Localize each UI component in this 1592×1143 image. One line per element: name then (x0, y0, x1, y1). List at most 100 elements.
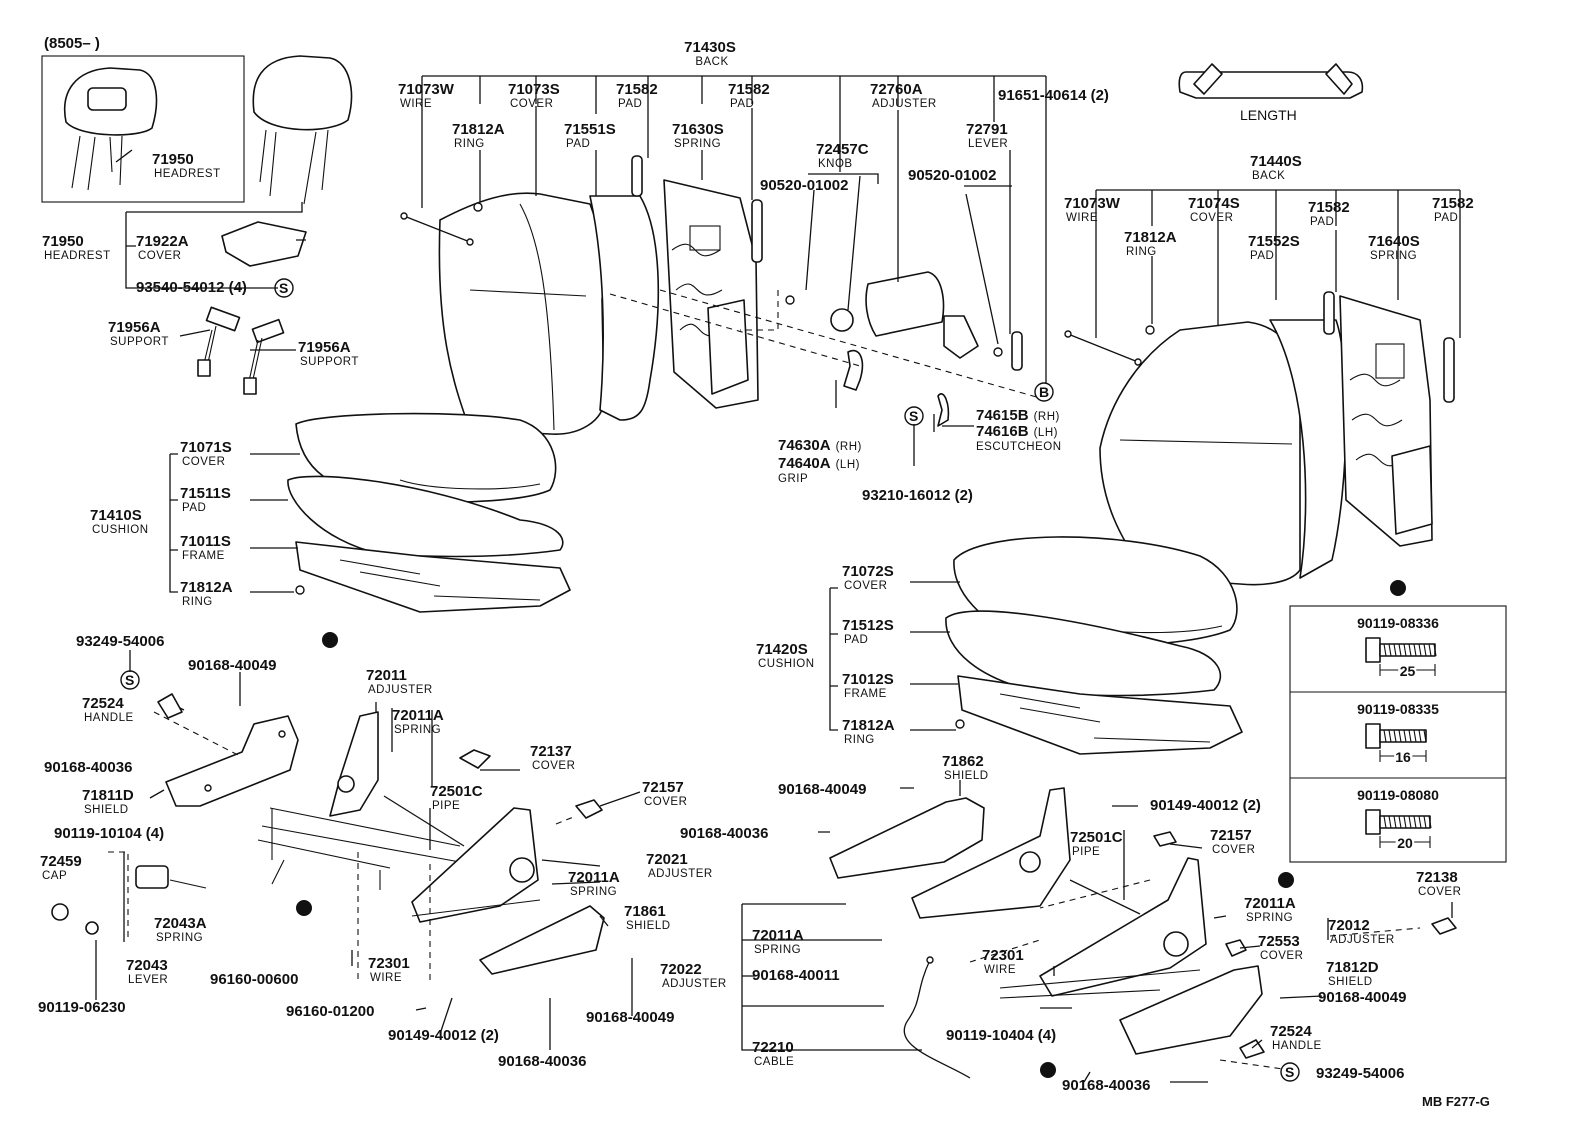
part-name: SHIELD (944, 770, 989, 782)
part-label: 74615B (RH) (976, 407, 1060, 424)
part-number: 90168-40036 (680, 825, 768, 842)
part-number: 71073S (508, 81, 560, 98)
bolt-part-number: 90119-08336 (1357, 615, 1439, 631)
part-number: 72553 (1258, 933, 1300, 950)
part-name: (RH) (1034, 411, 1060, 423)
part-number: 72011A (392, 707, 444, 724)
part-name: COVER (1190, 212, 1233, 224)
part-number: 90168-40036 (498, 1053, 586, 1070)
part-name: PAD (1310, 216, 1334, 228)
pad-strip-c (1323, 291, 1335, 335)
part-number: 71950 (152, 151, 194, 168)
part-name: PAD (618, 98, 642, 110)
grip-part (843, 349, 864, 391)
bolt-shank-icon (1379, 643, 1436, 657)
part-number: 90520-01002 (760, 177, 848, 194)
right-wire-part (1067, 333, 1139, 363)
part-number: 71950 (42, 233, 84, 250)
part-number: 96160-00600 (210, 971, 298, 988)
part-number: 90520-01002 (908, 167, 996, 184)
part-name: LEVER (968, 138, 1008, 150)
part-label: 74640A(LH) (778, 455, 859, 472)
part-number: 72301 (982, 947, 1024, 964)
part-number: 72501C (1070, 829, 1123, 846)
part-number: 71430S (684, 39, 736, 56)
left-adjuster-72011 (257, 711, 461, 890)
right-cushion-frame (957, 675, 1243, 755)
part-name: CAP (42, 870, 67, 882)
part-label: 74616B(LH) (976, 423, 1057, 440)
part-name: COVER (532, 760, 575, 772)
part-name: HEADREST (154, 168, 221, 180)
left-cushion-frame (295, 541, 571, 613)
part-number: 71511S (180, 485, 231, 502)
part-name: COVER (510, 98, 553, 110)
part-name: WIRE (1066, 212, 1098, 224)
length-icon (1178, 63, 1364, 99)
part-name: RING (454, 138, 485, 150)
part-number: 72021 (646, 851, 688, 868)
right-pipe-72501c (1069, 879, 1141, 915)
part-label: 74630A(RH) (778, 437, 861, 454)
part-name: CABLE (754, 1056, 794, 1068)
part-name: GRIP (778, 473, 808, 485)
part-name: PAD (182, 502, 206, 514)
part-name: COVER (138, 250, 181, 262)
part-number: 71071S (180, 439, 232, 456)
bolt-table (1289, 580, 1507, 863)
left-shield-71811d (165, 715, 299, 807)
lever-part (1011, 331, 1023, 371)
support-part-2 (243, 318, 285, 395)
part-number: 90119-06230 (38, 999, 126, 1016)
part-number: 74630A (778, 437, 831, 454)
part-number: 72459 (40, 853, 82, 870)
part-name: COVER (1418, 886, 1461, 898)
part-name: ESCUTCHEON (976, 441, 1062, 453)
part-number: 74615B (976, 407, 1029, 424)
headrest-cover-part (221, 221, 307, 267)
recliner-mechanism-part (943, 315, 979, 359)
part-number: 93249-54006 (1316, 1065, 1404, 1082)
part-number: 93249-54006 (76, 633, 164, 650)
part-number: 71420S (756, 641, 808, 658)
bolt-90119-06230 (85, 921, 99, 935)
part-number: 71640S (1368, 233, 1420, 250)
part-label: 90168-40049 (188, 657, 276, 674)
part-number: 72760A (870, 81, 923, 98)
part-number: 71582 (616, 81, 658, 98)
right-cover-72157 (1153, 831, 1177, 847)
bolt-part-number: 90119-08335 (1357, 701, 1439, 717)
part-number: 71440S (1250, 153, 1302, 170)
part-name: FRAME (844, 688, 887, 700)
part-name: ADJUSTER (872, 98, 937, 110)
ring-part-3 (1145, 325, 1155, 335)
part-label: 93249-54006 (76, 633, 164, 650)
part-label: 90168-40036 (1062, 1077, 1150, 1094)
part-number: 90168-40049 (778, 781, 866, 798)
part-number: 71072S (842, 563, 894, 580)
part-name: HANDLE (1272, 1040, 1322, 1052)
left-wire-part (403, 215, 471, 243)
left-adjuster-72021 (411, 807, 541, 923)
